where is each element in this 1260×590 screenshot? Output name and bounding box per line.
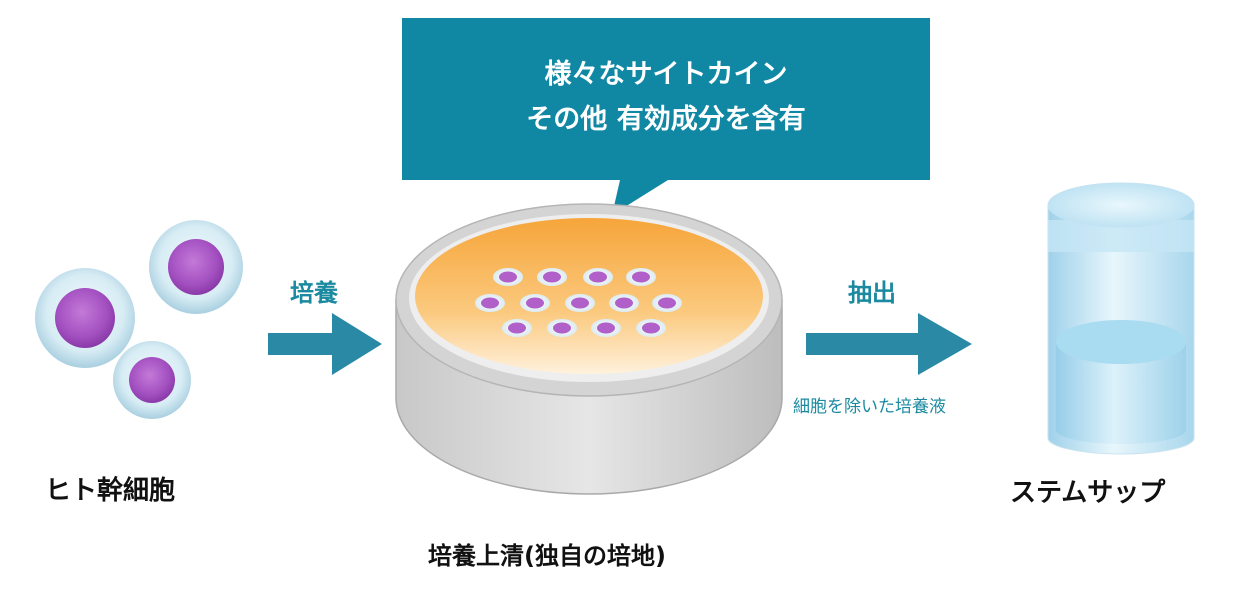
callout-text: 様々なサイトカイン その他 有効成分を含有 xyxy=(402,52,930,142)
stem-cells-label: ヒト幹細胞 xyxy=(45,476,176,506)
culture-cells xyxy=(475,268,682,337)
callout-line-2: その他 有効成分を含有 xyxy=(526,104,806,135)
arrow-extraction xyxy=(806,313,972,375)
cell-icon xyxy=(35,220,243,419)
supernatant-label: 培養上清(独自の培地) xyxy=(428,542,666,570)
jar-icon xyxy=(1047,182,1195,455)
stem-cell xyxy=(113,341,191,419)
callout-box xyxy=(402,18,930,215)
petri-dish-icon xyxy=(395,203,783,495)
stem-cell xyxy=(149,220,243,314)
stem-cell xyxy=(35,268,135,368)
arrow-culture xyxy=(268,313,382,375)
extraction-note: 細胞を除いた培養液 xyxy=(793,397,946,417)
extraction-label: 抽出 xyxy=(848,279,896,307)
callout-line-1: 様々なサイトカイン xyxy=(544,59,788,90)
culture-label: 培養 xyxy=(290,279,338,307)
product-label: ステムサップ xyxy=(1010,478,1166,508)
